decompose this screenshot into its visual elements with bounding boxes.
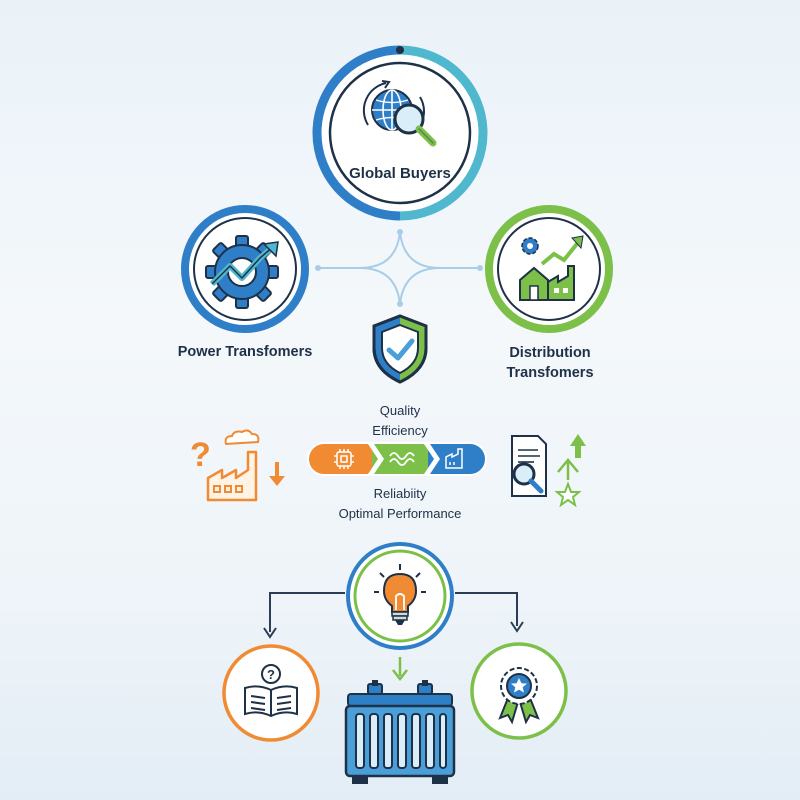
lightbulb-icon [374, 564, 426, 625]
transformer-icon [344, 680, 456, 784]
distribution-transformers-node[interactable] [484, 204, 614, 334]
book-question-node[interactable]: ? [220, 642, 322, 744]
global-buyers-label: Global Buyers [349, 165, 451, 182]
lightbulb-node[interactable] [344, 540, 456, 652]
power-transformers-node[interactable] [180, 204, 310, 334]
distribution-transformers-label: Distribution Transfomers [470, 343, 630, 383]
capsule-bar [307, 442, 487, 476]
quality-label: Quality [379, 403, 421, 418]
efficiency-label: Efficiency [372, 423, 428, 438]
power-transformers-label: Power Transfomers [177, 344, 313, 360]
factory-question-icon: ? [190, 429, 285, 502]
distribution-label-line1: Distribution [509, 345, 591, 361]
chip-icon [334, 449, 354, 469]
award-badge-icon [498, 667, 540, 725]
book-question-icon: ? [244, 664, 298, 718]
global-buyers-node[interactable]: Global Buyers [312, 45, 488, 221]
optimal-performance-label: Optimal Performance [338, 506, 462, 521]
quality-efficiency-labels: Quality Efficiency [300, 401, 500, 441]
shield-check-icon [372, 314, 428, 384]
factory-growth-icon [485, 205, 613, 333]
svg-text:?: ? [267, 667, 275, 682]
distribution-label-line2: Transfomers [506, 365, 594, 381]
wave-icon [389, 452, 415, 466]
gear-trend-icon [181, 205, 309, 333]
award-badge-node[interactable] [468, 640, 570, 742]
globe-search-icon [312, 45, 488, 221]
document-growth-icon [511, 434, 586, 508]
svg-text:?: ? [190, 436, 211, 474]
reliability-performance-labels: Reliabiity Optimal Performance [290, 484, 510, 524]
reliability-label: Reliabiity [373, 486, 427, 501]
factory-icon [445, 448, 463, 469]
